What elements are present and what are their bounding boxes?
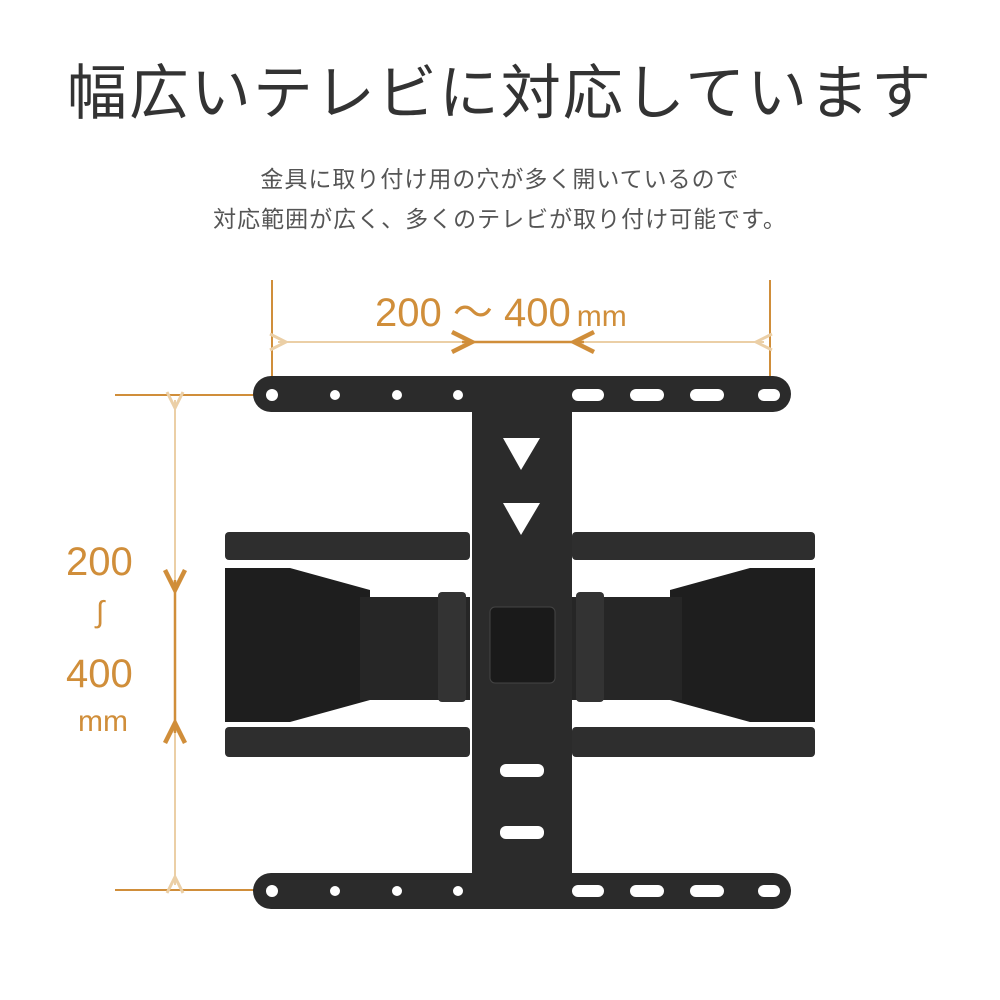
top-mounting-bar: [253, 376, 791, 412]
width-max: 400: [504, 291, 571, 335]
height-dimension-lines: [115, 395, 262, 890]
bottom-mounting-bar: [253, 873, 791, 909]
description-line-1: 金具に取り付け用の穴が多く開いているので: [260, 167, 740, 193]
width-dimension-lines: [272, 280, 770, 378]
height-separator: ∫: [96, 596, 105, 629]
page-title: 幅広いテレビに対応しています: [66, 59, 934, 129]
horizontal-rails: [225, 532, 815, 757]
width-unit: mm: [576, 300, 627, 333]
width-min: 200: [375, 291, 442, 335]
description-line-2: 対応範囲が広く、多くのテレビが取り付け可能です。: [213, 207, 787, 233]
height-max: 400: [66, 652, 133, 696]
height-unit: mm: [78, 705, 128, 738]
width-separator: 〜: [452, 291, 493, 335]
swing-arms: [225, 568, 815, 722]
height-min: 200: [66, 540, 133, 584]
vertical-plate: [472, 405, 572, 877]
